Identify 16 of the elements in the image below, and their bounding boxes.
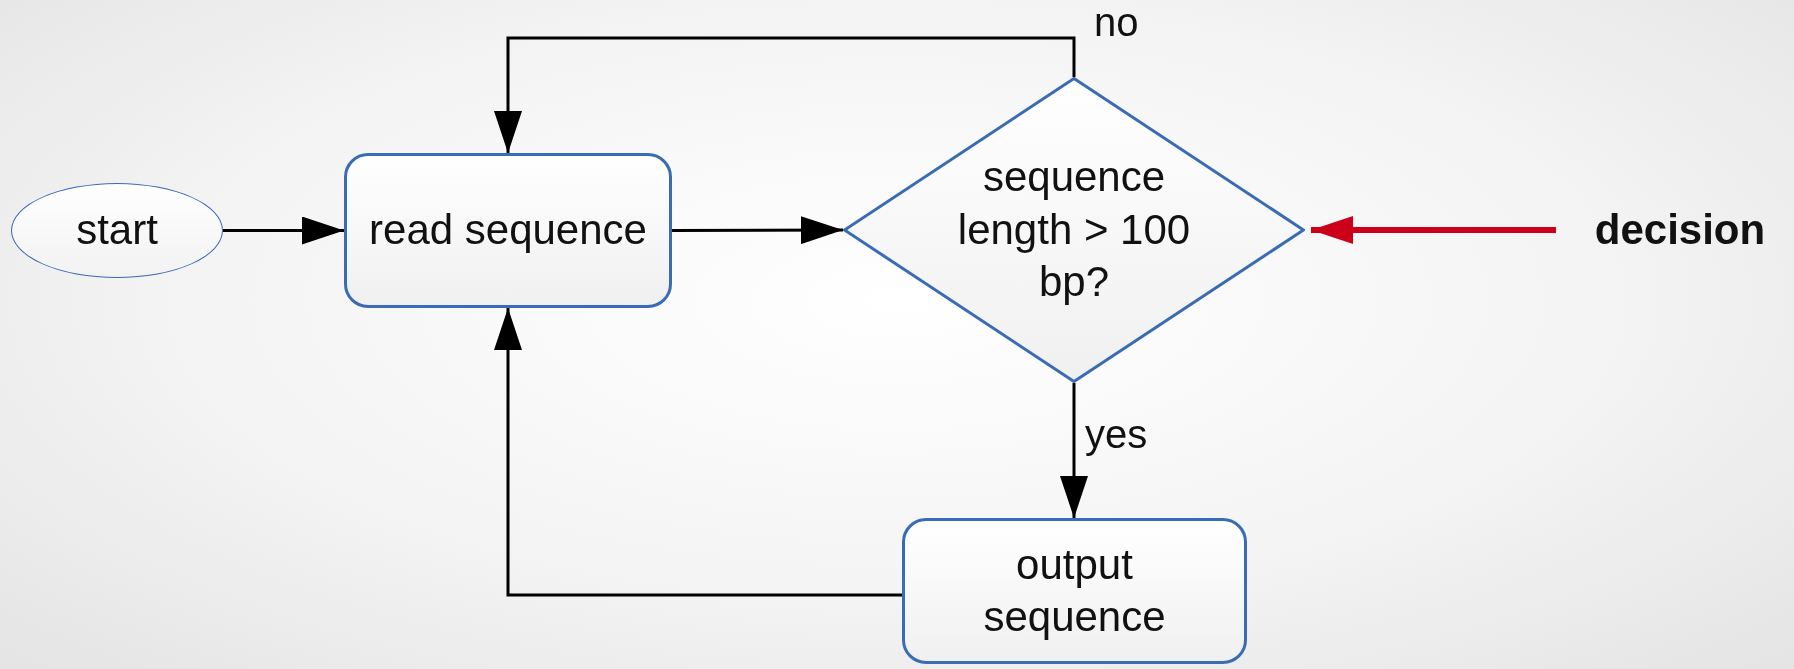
node-label: decision <box>1594 204 1766 255</box>
arrow <box>1060 383 1088 518</box>
edge-label: no <box>1094 0 1139 45</box>
decision-diamond <box>843 77 1305 383</box>
edge-label: yes <box>1085 412 1148 457</box>
node-label: sequence length > 100 bp? <box>956 152 1192 308</box>
node-label: output sequence <box>982 539 1167 642</box>
node-label: start <box>76 205 158 256</box>
process-box <box>344 153 672 308</box>
arrow <box>672 216 843 245</box>
arrow <box>494 308 902 597</box>
node-label: read sequence <box>369 205 647 256</box>
arrow <box>1311 216 1556 244</box>
arrow <box>223 216 344 245</box>
arrow <box>494 36 1076 153</box>
process-box <box>902 518 1247 664</box>
